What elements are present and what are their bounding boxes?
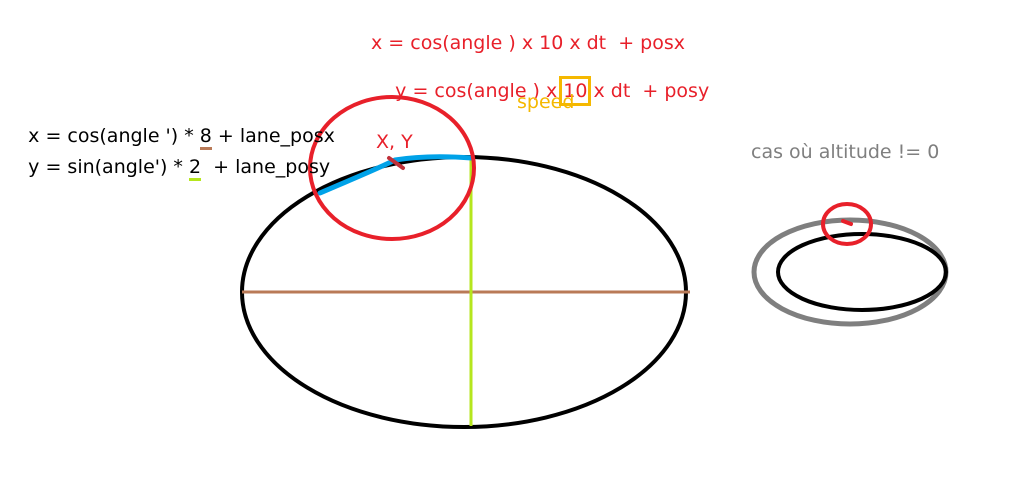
top-formula-line2-suffix: x dt + posy xyxy=(587,80,710,102)
altitude-zoom-circle xyxy=(821,202,873,246)
altitude-label: cas où altitude != 0 xyxy=(751,141,940,163)
left-formula-y-factor: 2 xyxy=(188,156,202,181)
point-marker xyxy=(387,156,405,170)
speed-label: speed xyxy=(517,91,575,113)
top-formula-line1: x = cos(angle ) x 10 x dt + posx xyxy=(371,32,685,54)
left-formula-x-factor: 8 xyxy=(199,125,212,150)
top-formula-line2: y = cos(angle ) x 10 x dt + posy xyxy=(371,63,709,120)
altitude-inner-ellipse xyxy=(776,232,948,312)
left-formula-line1: x = cos(angle ') * 8 + lane_posx xyxy=(4,108,335,165)
point-label: X, Y xyxy=(376,131,413,153)
top-formula-line2-prefix: y = cos(angle ) x xyxy=(395,80,564,102)
left-formula-line2-prefix: y = sin(angle') * xyxy=(28,156,189,178)
speed-value: 10 xyxy=(559,76,592,106)
zoom-circle xyxy=(308,95,476,241)
left-formula-line2-suffix: + lane_posy xyxy=(201,156,331,178)
altitude-point-marker xyxy=(841,219,853,226)
left-formula-line1-prefix: x = cos(angle ') * xyxy=(28,125,200,147)
left-formula-line2: y = sin(angle') * 2 + lane_posy xyxy=(4,139,330,196)
left-formula-line1-suffix: + lane_posx xyxy=(211,125,335,147)
